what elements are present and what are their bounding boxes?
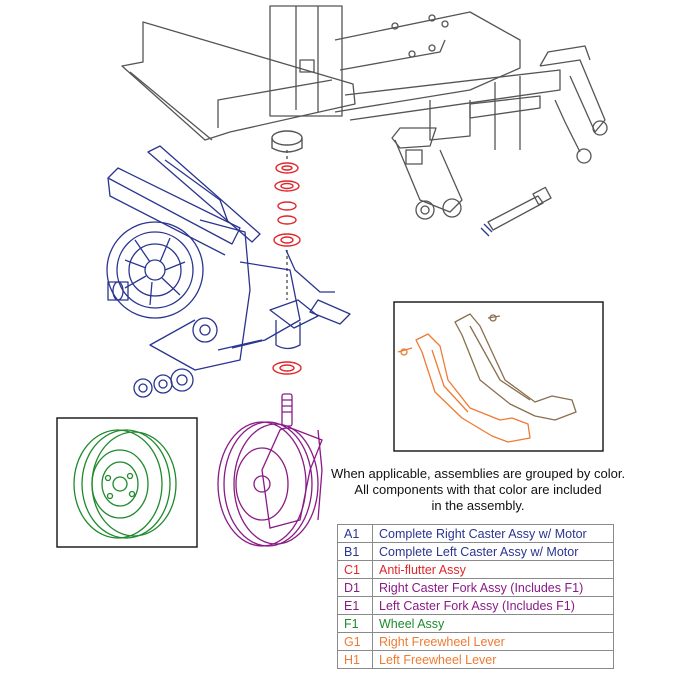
legend-description: Right Freewheel Lever xyxy=(372,632,614,651)
legend-code: G1 xyxy=(337,632,373,651)
legend-code: F1 xyxy=(337,614,373,633)
note-line-3: in the assembly. xyxy=(431,498,525,513)
legend-code: D1 xyxy=(337,578,373,597)
freewheel-lever-right xyxy=(397,333,531,443)
legend-description: Complete Left Caster Assy w/ Motor xyxy=(372,542,614,561)
freewheel-lever-left xyxy=(454,313,577,421)
motor-caster-assembly xyxy=(106,145,351,398)
legend-description: Anti-flutter Assy xyxy=(372,560,614,579)
legend-description: Left Freewheel Lever xyxy=(372,650,614,669)
caster-fork-wheel xyxy=(217,393,323,547)
frame-assembly xyxy=(121,5,608,237)
legend-code: C1 xyxy=(337,560,373,579)
legend-code: A1 xyxy=(337,524,373,543)
legend-description: Right Caster Fork Assy (Includes F1) xyxy=(372,578,614,597)
anti-flutter-parts xyxy=(271,130,303,375)
note-line-1: When applicable, assemblies are grouped … xyxy=(330,466,626,481)
legend-code: E1 xyxy=(337,596,373,615)
note-line-2: All components with that color are inclu… xyxy=(354,482,602,497)
legend-description: Wheel Assy xyxy=(372,614,614,633)
wheel-assembly xyxy=(73,429,177,539)
color-grouping-note: When applicable, assemblies are grouped … xyxy=(318,466,638,514)
legend-description: Complete Right Caster Assy w/ Motor xyxy=(372,524,614,543)
legend-code: H1 xyxy=(337,650,373,669)
legend-code: B1 xyxy=(337,542,373,561)
lever-inset-box xyxy=(393,301,604,452)
legend-description: Left Caster Fork Assy (Includes F1) xyxy=(372,596,614,615)
wheel-inset-box xyxy=(56,417,198,548)
